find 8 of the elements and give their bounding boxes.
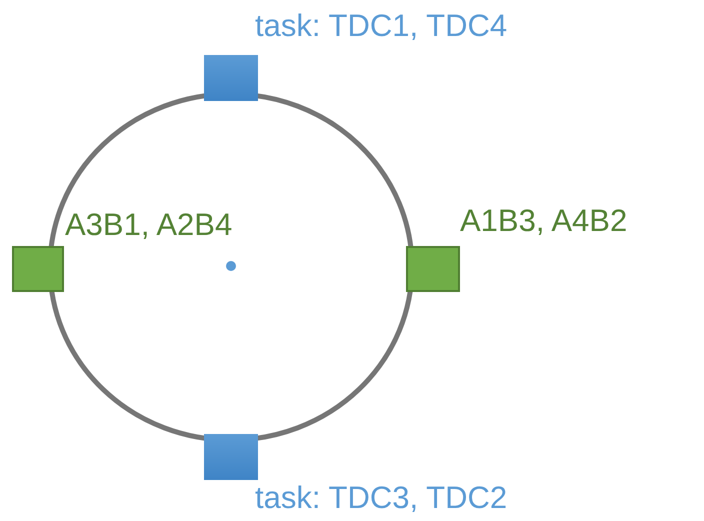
square-marker [406, 246, 460, 292]
square-marker [204, 434, 258, 480]
square-marker [204, 55, 258, 101]
marker-label: A1B3, A4B2 [460, 203, 628, 239]
marker-label: task: TDC3, TDC2 [255, 480, 508, 516]
marker-label: A3B1, A2B4 [65, 207, 232, 243]
square-marker [12, 246, 64, 292]
marker-label: task: TDC1, TDC4 [255, 8, 508, 44]
